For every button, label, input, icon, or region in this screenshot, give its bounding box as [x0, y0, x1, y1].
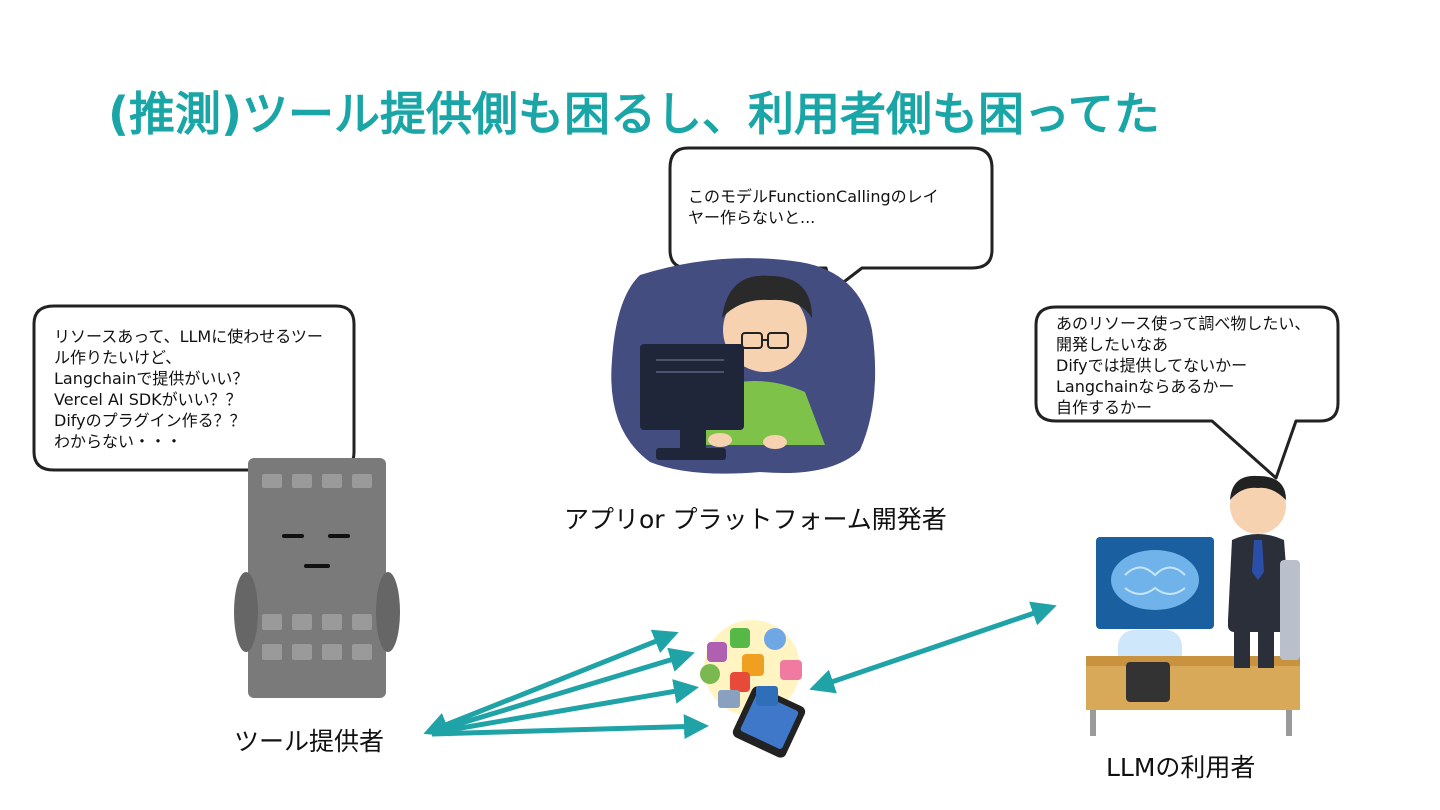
tool-provider-label: ツール提供者 — [234, 722, 384, 758]
llm-user-label: LLMの利用者 — [1106, 748, 1255, 784]
smartphone-apps-illustration — [700, 620, 807, 760]
tool-provider-to-apps-arrows — [428, 634, 704, 734]
llm-user-illustration — [1086, 476, 1300, 736]
apps-to-user-arrow — [814, 607, 1052, 688]
user-bubble-text: あのリソース使って調べ物したい、 開発したいなあ Difyでは提供してないかー … — [1056, 313, 1334, 418]
building-character-illustration — [234, 458, 400, 698]
developer-label: アプリor プラットフォーム開発者 — [564, 500, 947, 536]
developer-bubble-text: このモデルFunctionCallingのレイ ヤー作らないと... — [688, 186, 978, 228]
developer-illustration — [611, 258, 875, 474]
tool-provider-bubble-text: リソースあって、LLMに使わせるツー ル作りたいけど、 Langchainで提供… — [54, 326, 350, 452]
